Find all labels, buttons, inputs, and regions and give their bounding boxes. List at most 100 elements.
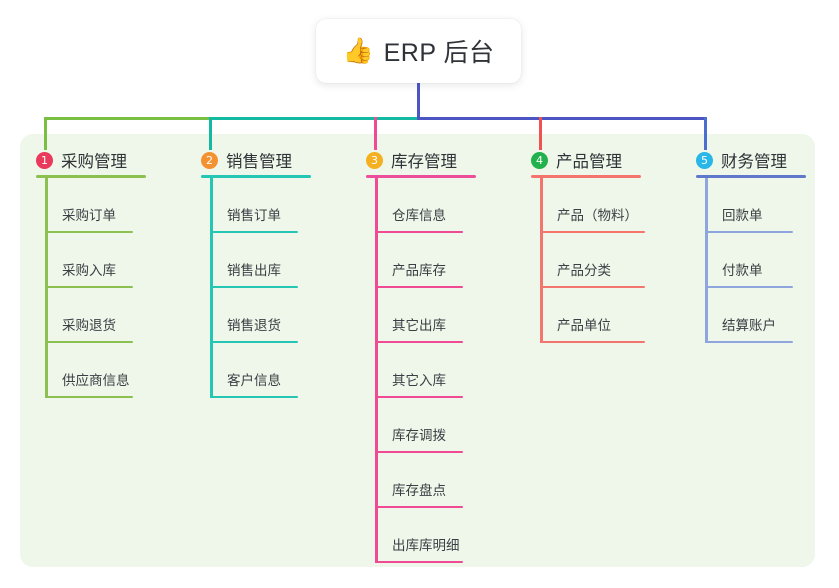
column-badge-3: 3 [366, 151, 383, 169]
leaf-label: 付款单 [722, 263, 763, 278]
leaf-rule [210, 341, 298, 343]
leaf-list-3: 仓库信息产品库存其它出库其它入库库存调拨库存盘点出库库明细 [366, 178, 463, 563]
connector-bus-teal [208, 117, 420, 120]
column-title-3: 库存管理 [391, 153, 457, 171]
column-header-3[interactable]: 3 库存管理 [366, 142, 476, 178]
leaf-label: 销售出库 [227, 263, 281, 278]
leaf-item[interactable]: 其它出库 [366, 288, 463, 343]
root-node-card[interactable]: 👍 ERP 后台 [316, 19, 521, 83]
leaf-item[interactable]: 采购入库 [36, 233, 133, 288]
leaf-item[interactable]: 销售出库 [201, 233, 298, 288]
leaf-item[interactable]: 出库库明细 [366, 508, 463, 563]
connector-bus-green [43, 117, 212, 120]
leaf-item[interactable]: 销售退货 [201, 288, 298, 343]
root-node-title: ERP 后台 [383, 39, 495, 67]
connector-drop-2 [208, 117, 212, 150]
leaf-spine-1 [45, 178, 48, 398]
leaf-item[interactable]: 采购订单 [36, 178, 133, 233]
leaf-spine-5 [705, 178, 708, 343]
leaf-rule [375, 231, 463, 233]
leaf-rule [45, 341, 133, 343]
leaf-rule [375, 341, 463, 343]
connector-root-stem [416, 83, 420, 120]
leaf-rule [210, 231, 298, 233]
leaf-item[interactable]: 销售订单 [201, 178, 298, 233]
leaf-label: 销售订单 [227, 208, 281, 223]
leaf-label: 产品（物料） [557, 208, 638, 223]
connector-drop-3 [373, 117, 377, 150]
leaf-item[interactable]: 结算账户 [696, 288, 793, 343]
column-财务管理: 5 财务管理回款单付款单结算账户 [696, 142, 806, 343]
connector-drop-4 [538, 117, 542, 150]
thumbs-up-emoji: 👍 [342, 36, 374, 65]
leaf-label: 采购入库 [62, 263, 116, 278]
leaf-label: 采购订单 [62, 208, 116, 223]
leaf-label: 客户信息 [227, 373, 281, 388]
leaf-label: 库存调拨 [392, 428, 446, 443]
leaf-rule [705, 341, 793, 343]
leaf-item[interactable]: 客户信息 [201, 343, 298, 398]
leaf-rule [45, 231, 133, 233]
leaf-item[interactable]: 付款单 [696, 233, 793, 288]
column-header-2[interactable]: 2 销售管理 [201, 142, 311, 178]
root-node-content: 👍 ERP 后台 [342, 33, 494, 69]
connector-drop-1 [43, 117, 47, 150]
leaf-item[interactable]: 产品单位 [531, 288, 645, 343]
connector-bus-blue [416, 117, 707, 120]
leaf-label: 产品库存 [392, 263, 446, 278]
connector-drop-5 [703, 117, 707, 150]
leaf-label: 出库库明细 [392, 538, 460, 553]
leaf-rule [375, 506, 463, 508]
leaf-list-5: 回款单付款单结算账户 [696, 178, 793, 343]
leaf-rule [210, 396, 298, 398]
leaf-item[interactable]: 供应商信息 [36, 343, 133, 398]
leaf-rule [375, 561, 463, 563]
column-header-rule-3 [366, 175, 476, 178]
leaf-label: 产品单位 [557, 318, 611, 333]
column-header-5[interactable]: 5 财务管理 [696, 142, 806, 178]
column-header-rule-4 [531, 175, 641, 178]
leaf-item[interactable]: 产品（物料） [531, 178, 645, 233]
leaf-label: 产品分类 [557, 263, 611, 278]
leaf-list-4: 产品（物料） 产品分类产品单位 [531, 178, 645, 343]
leaf-item[interactable]: 仓库信息 [366, 178, 463, 233]
leaf-label: 其它出库 [392, 318, 446, 333]
leaf-label: 供应商信息 [62, 373, 130, 388]
column-header-rule-2 [201, 175, 311, 178]
leaf-spine-4 [540, 178, 543, 343]
leaf-item[interactable]: 采购退货 [36, 288, 133, 343]
column-库存管理: 3 库存管理仓库信息产品库存其它出库其它入库库存调拨库存盘点出库库明细 [366, 142, 476, 563]
column-badge-2: 2 [201, 151, 218, 169]
leaf-label: 其它入库 [392, 373, 446, 388]
leaf-spine-2 [210, 178, 213, 398]
leaf-item[interactable]: 产品分类 [531, 233, 645, 288]
leaf-item[interactable]: 库存调拨 [366, 398, 463, 453]
leaf-label: 销售退货 [227, 318, 281, 333]
leaf-list-2: 销售订单销售出库销售退货客户信息 [201, 178, 298, 398]
leaf-spine-3 [375, 178, 378, 563]
leaf-rule [705, 286, 793, 288]
leaf-rule [540, 286, 645, 288]
column-badge-5: 5 [696, 151, 713, 169]
column-title-1: 采购管理 [61, 153, 127, 171]
leaf-item[interactable]: 其它入库 [366, 343, 463, 398]
column-title-5: 财务管理 [721, 153, 787, 171]
column-badge-4: 4 [531, 151, 548, 169]
leaf-list-1: 采购订单采购入库采购退货供应商信息 [36, 178, 133, 398]
leaf-item[interactable]: 库存盘点 [366, 453, 463, 508]
column-销售管理: 2 销售管理销售订单销售出库销售退货客户信息 [201, 142, 311, 398]
leaf-rule [375, 286, 463, 288]
leaf-item[interactable]: 回款单 [696, 178, 793, 233]
leaf-rule [540, 231, 645, 233]
leaf-item[interactable]: 产品库存 [366, 233, 463, 288]
leaf-label: 采购退货 [62, 318, 116, 333]
column-title-2: 销售管理 [226, 153, 292, 171]
leaf-rule [210, 286, 298, 288]
leaf-label: 回款单 [722, 208, 763, 223]
diagram-panel-background [20, 134, 815, 567]
